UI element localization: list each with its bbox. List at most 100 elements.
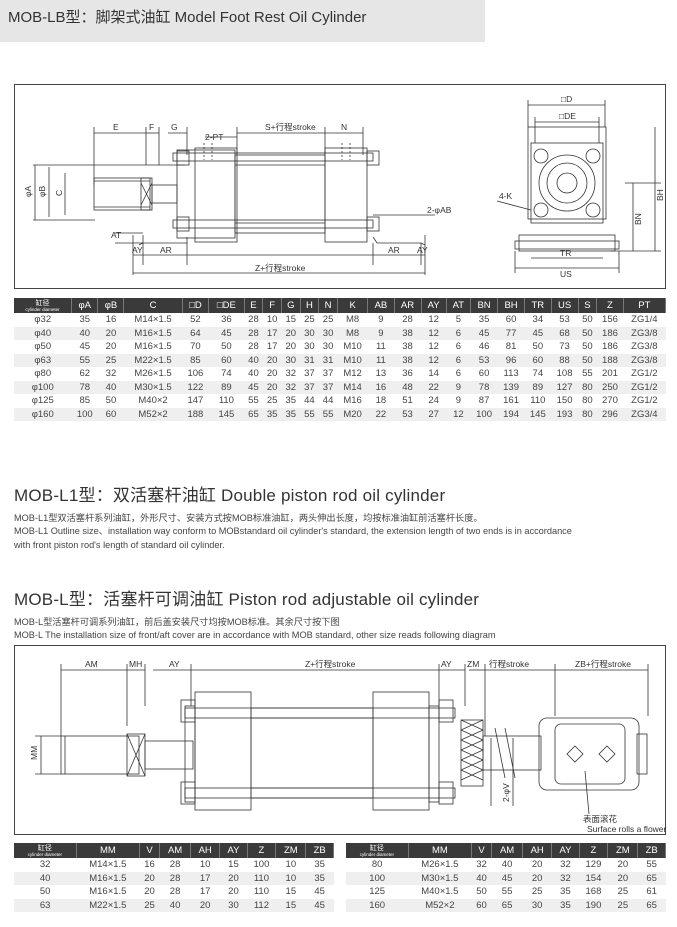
col-header: Z	[596, 298, 624, 313]
table-cell: ZG1/4	[631, 314, 658, 326]
table-cell: 125	[369, 886, 386, 898]
table-cell: 32	[285, 381, 297, 393]
table-cell: 20	[228, 886, 239, 898]
table-cell: 9	[378, 327, 384, 339]
dim-N: N	[341, 122, 347, 132]
col-header: AT	[446, 298, 472, 313]
table-cell: 55	[322, 408, 334, 420]
table-cell: 9	[455, 381, 462, 393]
foot-cylinder-drawing: E F G S+行程stroke N 2-PT φA φB C AT AY AR…	[14, 84, 666, 289]
table-cell: 193	[556, 408, 573, 420]
dim-BH: BH	[655, 189, 665, 201]
table-cell: 45	[221, 327, 232, 339]
table-cell: 35	[478, 314, 490, 326]
table-cell: 35	[560, 899, 571, 911]
table-cell: 65	[646, 899, 657, 911]
table-cell: 89	[532, 381, 544, 393]
dim-AR-right: AR	[388, 245, 400, 255]
col-header: MM	[408, 843, 472, 858]
table-cell: M14	[343, 381, 362, 393]
header-bar: MOB-LB型：脚架式油缸 Model Foot Rest Oil Cylind…	[0, 0, 485, 42]
dim-US: US	[560, 269, 572, 279]
table-cell: 35	[314, 859, 325, 871]
table-cell: M16×1.5	[134, 341, 172, 353]
table-cell: ZG3/8	[631, 327, 658, 339]
table-cell: M16×1.5	[134, 327, 172, 339]
table-cell: 20	[228, 872, 239, 884]
table-cell: 194	[503, 408, 519, 420]
dim-MH: MH	[129, 659, 142, 669]
table-cell: 28	[169, 886, 181, 898]
col-header: □D	[182, 298, 210, 313]
col-header: K	[337, 298, 369, 313]
table-cell: 55	[501, 886, 513, 898]
col-header: Z	[247, 843, 277, 858]
table-cell: 161	[503, 395, 519, 407]
adjustable-cylinder-drawing: AM MH AY Z+行程stroke AY ZM 行程stroke ZB+行程…	[14, 645, 667, 835]
table-cell: M8	[346, 314, 360, 326]
table-cell: 53	[402, 408, 413, 420]
table-cell: 65	[248, 408, 259, 420]
table-cell: 270	[602, 395, 618, 407]
table-cell: 27	[428, 408, 439, 420]
table-cell: 55	[248, 395, 259, 407]
table-cell: 53	[559, 314, 570, 326]
col-header-en: cylinder diameter	[25, 306, 60, 312]
table-cell: M40×1.5	[421, 886, 459, 898]
table-cell: 13	[375, 368, 387, 380]
table-cell: φ40	[34, 327, 52, 339]
table-cell: 32	[105, 368, 117, 380]
knurl-label-cn: 表面滚花	[583, 814, 618, 824]
table-cell: 45	[314, 886, 325, 898]
table-cell: 28	[169, 859, 181, 871]
table-cell: 78	[79, 381, 91, 393]
table-cell: 45	[248, 381, 259, 393]
table-cell: 122	[187, 381, 204, 393]
table-cell: 62	[79, 368, 91, 380]
table-cell: 16	[375, 381, 387, 393]
dim-AM: AM	[85, 659, 98, 669]
table-cell: M30×1.5	[421, 872, 459, 884]
table-cell: 201	[602, 368, 618, 380]
table-cell: 53	[478, 354, 490, 366]
table-cell: 190	[585, 899, 602, 911]
table-cell: ZG1/2	[631, 368, 658, 380]
table-cell: 6	[455, 327, 462, 339]
table-cell: 17	[199, 886, 211, 898]
table-cell: 50	[582, 314, 593, 326]
table-cell: 40	[79, 327, 91, 339]
table-cell: 55	[304, 408, 315, 420]
page-title: MOB-LB型：脚架式油缸 Model Foot Rest Oil Cylind…	[8, 9, 367, 26]
col-header: PT	[623, 298, 667, 313]
table-cell: 31	[304, 354, 315, 366]
table-cell: 12	[428, 327, 439, 339]
table-cell: 9	[378, 314, 384, 326]
dim-E: E	[113, 122, 119, 132]
table-cell: 80	[582, 395, 593, 407]
table-cell: 11	[375, 354, 386, 366]
table-cell: 36	[402, 368, 413, 380]
table-cell: 30	[285, 354, 297, 366]
table-cell: 31	[322, 354, 334, 366]
table-cell: 12	[453, 408, 464, 420]
table-cell: M52×2	[425, 899, 455, 911]
dim-stroke: S+行程stroke	[265, 122, 316, 132]
table-cell: φ50	[34, 341, 52, 353]
table-cell: 65	[646, 872, 657, 884]
table-cell: M16×1.5	[89, 872, 127, 884]
table-cell: 168	[585, 886, 602, 898]
table-cell: 129	[585, 859, 602, 871]
dim-AY-left: AY	[132, 245, 143, 255]
table-cell: 145	[218, 408, 235, 420]
table-cell: 96	[505, 354, 517, 366]
table-cell: 35	[314, 872, 325, 884]
